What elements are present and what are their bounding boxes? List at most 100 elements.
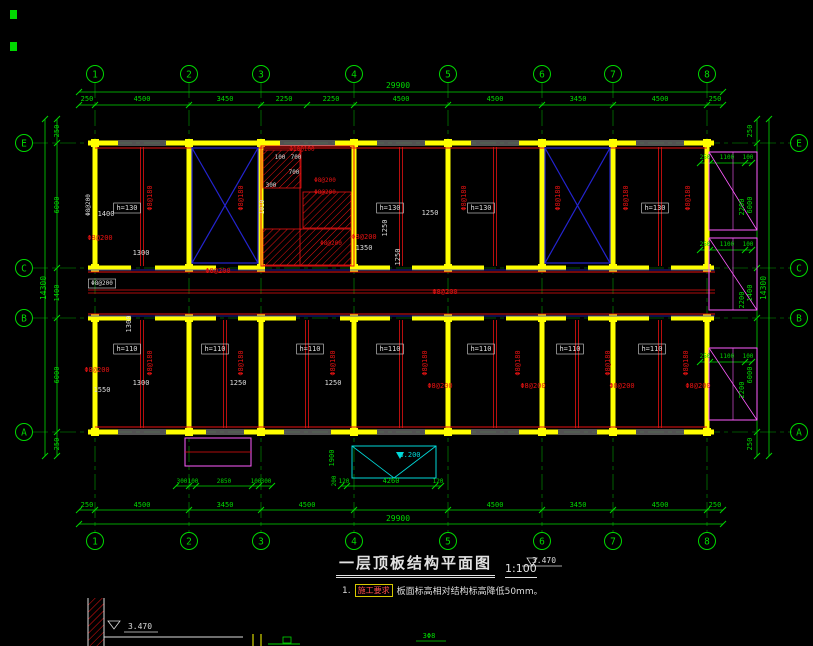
svg-text:Φ8@180: Φ8@180	[604, 350, 612, 375]
svg-text:3450: 3450	[570, 95, 587, 103]
svg-text:300: 300	[266, 182, 277, 189]
svg-text:Φ8@200: Φ8@200	[320, 240, 342, 247]
svg-text:6: 6	[539, 70, 545, 81]
svg-text:2200: 2200	[738, 382, 746, 399]
svg-text:14300: 14300	[759, 276, 768, 300]
svg-text:1300: 1300	[125, 316, 133, 333]
svg-text:h=110: h=110	[379, 345, 400, 353]
svg-text:29900: 29900	[386, 81, 410, 90]
svg-text:3.470: 3.470	[532, 556, 556, 565]
svg-text:Φ8@180: Φ8@180	[237, 350, 245, 375]
svg-text:1: 1	[92, 70, 98, 81]
svg-text:2850: 2850	[217, 478, 232, 485]
svg-text:250: 250	[709, 501, 722, 509]
svg-text:1100: 1100	[720, 241, 735, 248]
svg-text:1350: 1350	[356, 244, 373, 252]
svg-text:200: 200	[331, 475, 338, 486]
svg-text:Φ8@200: Φ8@200	[427, 382, 452, 390]
svg-text:Φ8@200: Φ8@200	[520, 382, 545, 390]
svg-text:3.200: 3.200	[399, 451, 420, 459]
svg-text:Φ8@180: Φ8@180	[146, 185, 154, 210]
svg-text:h=130: h=130	[379, 204, 400, 212]
svg-text:h=110: h=110	[641, 345, 662, 353]
svg-text:3450: 3450	[570, 501, 587, 509]
svg-text:h=110: h=110	[299, 345, 320, 353]
svg-text:E: E	[796, 139, 802, 150]
svg-text:4500: 4500	[652, 501, 669, 509]
svg-text:2200: 2200	[738, 292, 746, 309]
svg-text:2: 2	[186, 70, 192, 81]
svg-text:Φ8@200: Φ8@200	[205, 267, 230, 275]
svg-text:h=130: h=130	[470, 204, 491, 212]
svg-text:h=110: h=110	[470, 345, 491, 353]
svg-text:250: 250	[53, 125, 61, 138]
svg-text:Φ8@180: Φ8@180	[421, 350, 429, 375]
svg-text:1400: 1400	[746, 285, 754, 302]
svg-text:100: 100	[188, 478, 199, 485]
svg-text:h=130: h=130	[116, 204, 137, 212]
svg-text:h=110: h=110	[116, 345, 137, 353]
svg-text:3: 3	[258, 537, 264, 548]
svg-text:1: 1	[92, 537, 98, 548]
svg-text:29900: 29900	[386, 514, 410, 523]
svg-text:B: B	[21, 314, 27, 325]
svg-text:700: 700	[291, 154, 302, 161]
svg-text:6000: 6000	[53, 197, 61, 214]
svg-text:Φ8@180: Φ8@180	[514, 350, 522, 375]
svg-text:100: 100	[275, 154, 286, 161]
svg-text:1250: 1250	[381, 220, 389, 237]
svg-text:1400: 1400	[98, 210, 115, 218]
svg-text:4: 4	[351, 70, 357, 81]
svg-text:A: A	[796, 428, 802, 439]
svg-text:Φ8@200: Φ8@200	[85, 194, 92, 216]
svg-text:1010: 1010	[259, 199, 266, 214]
svg-text:Φ8@200: Φ8@200	[609, 382, 634, 390]
svg-text:C: C	[21, 264, 27, 275]
svg-text:4500: 4500	[134, 501, 151, 509]
svg-text:14300: 14300	[39, 276, 48, 300]
svg-text:Φ8@200: Φ8@200	[432, 288, 457, 296]
svg-text:100: 100	[743, 353, 754, 360]
svg-text:Φ8@180: Φ8@180	[682, 350, 690, 375]
svg-text:100: 100	[251, 478, 262, 485]
svg-text:2250: 2250	[276, 95, 293, 103]
svg-text:E: E	[21, 139, 27, 150]
svg-text:Φ8@200: Φ8@200	[314, 177, 336, 184]
svg-text:1400: 1400	[53, 285, 61, 302]
svg-text:3.470: 3.470	[128, 622, 152, 631]
svg-text:Φ8@180: Φ8@180	[684, 185, 692, 210]
svg-text:2250: 2250	[323, 95, 340, 103]
svg-text:Φ8@200: Φ8@200	[685, 382, 710, 390]
svg-text:250: 250	[700, 241, 711, 248]
svg-text:2: 2	[186, 537, 192, 548]
svg-text:3: 3	[258, 70, 264, 81]
svg-text:700: 700	[289, 169, 300, 176]
svg-text:4500: 4500	[487, 501, 504, 509]
svg-text:6000: 6000	[53, 367, 61, 384]
svg-text:6000: 6000	[746, 367, 754, 384]
svg-text:1550: 1550	[94, 386, 111, 394]
svg-text:3450: 3450	[217, 501, 234, 509]
svg-text:4500: 4500	[393, 95, 410, 103]
svg-text:6000: 6000	[746, 197, 754, 214]
svg-text:Φ8@200: Φ8@200	[351, 233, 376, 241]
svg-text:250: 250	[709, 95, 722, 103]
svg-text:3Φ8: 3Φ8	[423, 632, 436, 640]
svg-text:1250: 1250	[230, 379, 247, 387]
svg-text:1250: 1250	[422, 209, 439, 217]
svg-text:1300: 1300	[133, 379, 150, 387]
svg-text:1100: 1100	[720, 154, 735, 161]
svg-text:7: 7	[610, 70, 616, 81]
svg-text:250: 250	[700, 353, 711, 360]
svg-text:h=110: h=110	[204, 345, 225, 353]
svg-text:8: 8	[704, 537, 710, 548]
svg-text:1100: 1100	[720, 353, 735, 360]
svg-text:1300: 1300	[133, 249, 150, 257]
svg-text:120: 120	[433, 478, 444, 485]
svg-text:Φ8@200: Φ8@200	[314, 189, 336, 196]
svg-text:250: 250	[81, 95, 94, 103]
